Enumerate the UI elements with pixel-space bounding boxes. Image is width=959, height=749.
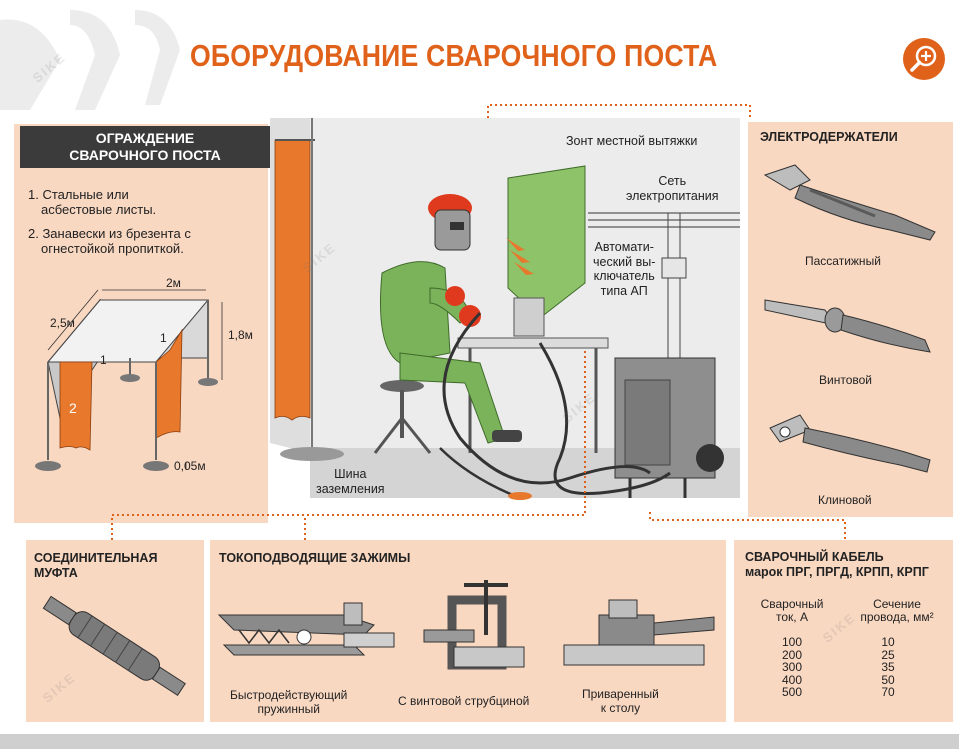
holder-label-pliers: Пассатижный [805, 254, 881, 268]
fencing-list: 1. Стальные или асбестовые листы. 2. Зан… [28, 187, 191, 256]
fencing-item-2a: 2. Занавески из брезента с [28, 226, 191, 241]
holder-label-wedge: Клиновой [818, 493, 872, 507]
holder-wedge-icon [769, 414, 931, 473]
clamps-illustration [217, 580, 715, 670]
cable-col1-header-1: Сварочный [760, 597, 824, 611]
fencing-heading: ОГРАЖДЕНИЕ СВАРОЧНОГО ПОСТА [20, 126, 270, 168]
cable-col2-values: 10 25 35 50 70 [866, 636, 910, 699]
label-ground-1: Шина [334, 467, 367, 481]
clamp-label-spring-2: пружинный [257, 702, 320, 716]
fencing-item-1b: асбестовые листы. [41, 202, 157, 217]
decor-stripes [0, 10, 180, 110]
clamps-heading: ТОКОПОДВОДЯЩИЕ ЗАЖИМЫ [219, 551, 411, 565]
label-hood: Зонт местной вытяжки [566, 134, 698, 148]
poster-title: ОБОРУДОВАНИЕ СВАРОЧНОГО ПОСТА [190, 38, 718, 73]
cable-col2-header: Сечение провода, мм² [851, 598, 943, 623]
cable-heading: СВАРОЧНЫЙ КАБЕЛЬ марок ПРГ, ПРГД, КРПП, … [745, 550, 929, 580]
zoom-in-icon [910, 45, 937, 72]
cable-current-value: 300 [781, 660, 803, 675]
fencing-item-2b: огнестойкой пропиткой. [41, 241, 184, 256]
coupling-heading: СОЕДИНИТЕЛЬНАЯ МУФТА [34, 551, 157, 581]
label-sheet-1b: 1 [160, 331, 167, 345]
cable-section-value: 70 [881, 685, 895, 700]
coupling-heading-2: МУФТА [34, 566, 78, 580]
clamp-label-welded: Приваренный к столу [582, 687, 659, 715]
bottom-bar [0, 734, 959, 749]
cable-section-value: 10 [881, 635, 895, 649]
clamp-label-welded-2: к столу [600, 701, 641, 715]
cable-col1-values: 100 200 300 400 500 [770, 636, 814, 699]
cable-heading-2: марок ПРГ, ПРГД, КРПП, КРПГ [745, 565, 929, 579]
holder-pliers-icon [763, 164, 936, 241]
cable-col1-header: Сварочный ток, А [753, 598, 831, 623]
cable-section-value: 35 [881, 660, 895, 675]
dim-gap: 0,05м [174, 459, 206, 473]
cable-col2-header-2: провода, мм² [860, 609, 934, 624]
label-curtain-2: 2 [69, 400, 77, 416]
clamp-label-welded-1: Приваренный [582, 687, 659, 701]
label-ground-2: заземления [316, 482, 385, 496]
label-breaker-4: типа АП [600, 283, 648, 298]
clamp-spring-icon [217, 602, 395, 656]
clamp-label-screw: С винтовой струбциной [398, 694, 530, 708]
clamp-welded-icon [563, 599, 715, 666]
holders-illustration [763, 164, 936, 473]
cable-current-value: 400 [781, 672, 803, 687]
label-network: Сеть электропитания [626, 174, 719, 204]
label-breaker-1: Автомати- [594, 240, 654, 254]
label-network-1: Сеть [658, 174, 687, 188]
fencing-heading-line2: СВАРОЧНОГО ПОСТА [69, 147, 221, 163]
cable-section-value: 25 [881, 647, 895, 662]
cable-col2-header-1: Сечение [873, 597, 921, 611]
dim-depth: 2,5м [50, 316, 75, 330]
label-ground: Шина заземления [316, 467, 385, 497]
cable-section-value: 50 [881, 672, 895, 687]
label-breaker: Автомати- ческий вы- ключатель типа АП [593, 240, 655, 298]
welding-station-illustration [270, 118, 740, 500]
label-sheet-1a: 1 [100, 353, 107, 367]
cable-col1-header-2: ток, А [776, 609, 808, 624]
holder-screw-icon [764, 299, 931, 353]
label-network-2: электропитания [626, 189, 719, 203]
fencing-heading-line1: ОГРАЖДЕНИЕ [95, 130, 195, 146]
cable-current-value: 500 [781, 685, 803, 700]
cable-heading-1: СВАРОЧНЫЙ КАБЕЛЬ [745, 550, 884, 564]
cable-current-value: 200 [781, 647, 803, 662]
cable-current-value: 100 [781, 635, 803, 649]
holder-label-screw: Винтовой [819, 373, 872, 387]
clamp-screw-icon [423, 580, 525, 670]
booth-diagram [35, 289, 223, 471]
coupling-illustration [42, 595, 186, 697]
holders-heading: ЭЛЕКТРОДЕРЖАТЕЛИ [760, 130, 898, 144]
zoom-button[interactable] [903, 38, 945, 80]
coupling-heading-1: СОЕДИНИТЕЛЬНАЯ [34, 551, 158, 565]
clamp-label-spring: Быстродействующий пружинный [230, 688, 347, 716]
dim-height: 1,8м [228, 328, 253, 342]
fencing-item-1a: 1. Стальные или [28, 187, 129, 202]
cable-panel [734, 540, 953, 722]
dim-width: 2м [166, 276, 181, 290]
label-breaker-3: ключатель [593, 269, 655, 283]
clamp-label-spring-1: Быстродействующий [230, 688, 348, 702]
label-breaker-2: ческий вы- [593, 254, 656, 269]
